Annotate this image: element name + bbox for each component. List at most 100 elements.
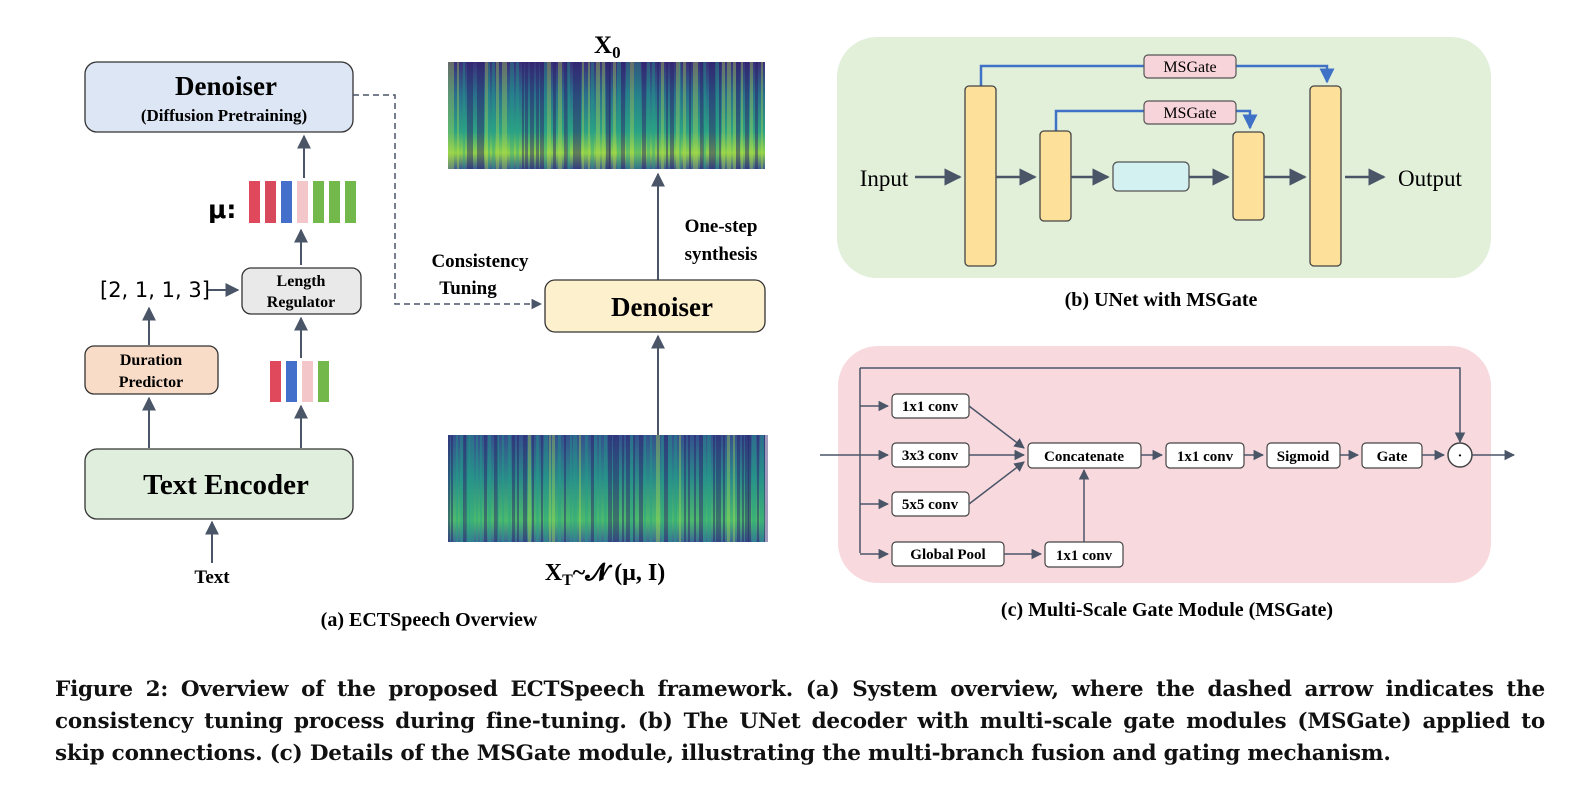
spectrogram-stripe (626, 435, 630, 542)
spectrogram-stripe (657, 62, 659, 169)
spectrogram-stripe (476, 435, 478, 542)
consistency-line2: Tuning (439, 278, 497, 299)
pool-1x1-conv: 1x1 conv (1044, 541, 1124, 568)
svg-text:·: · (1458, 449, 1463, 464)
spectrogram-stripe (576, 62, 579, 169)
spectrogram-stripe (736, 62, 740, 169)
residual-path (860, 367, 1466, 444)
mu-bar-3 (297, 181, 308, 223)
spectrogram-stripe (668, 435, 672, 542)
spectrogram-stripe (564, 435, 566, 542)
spectrogram-stripe (626, 62, 630, 169)
spectrogram-xt (448, 435, 768, 542)
spectrogram-stripe (757, 435, 759, 542)
spectrogram-stripe (722, 62, 725, 169)
spectrogram-stripe (567, 62, 570, 169)
spectrogram-stripe (488, 435, 491, 542)
spectrogram-stripe (528, 435, 531, 542)
spectrogram-stripe (466, 435, 470, 542)
spectrogram-stripe (510, 62, 514, 169)
spectrogram-stripe (485, 62, 488, 169)
branch-5x5-label: 5x5 conv (902, 497, 959, 513)
spectrogram-stripe (679, 62, 681, 169)
spectrogram-stripe (694, 435, 696, 542)
spectrogram-stripe (745, 435, 749, 542)
spectrogram-stripe (638, 62, 641, 169)
duration-predictor-line2: Predictor (119, 374, 184, 391)
spectrogram-stripe (689, 62, 691, 169)
concatenate-block: Concatenate (1027, 442, 1142, 469)
spectrogram-stripe (602, 62, 605, 169)
spectrogram-stripe (494, 435, 498, 542)
spectrogram-stripe (508, 435, 511, 542)
spectrogram-stripe (617, 62, 621, 169)
spectrogram-stripe (492, 62, 495, 169)
spectrogram-stripe (764, 435, 768, 542)
spectrogram-stripe (613, 62, 616, 169)
spectrogram-stripe (644, 435, 646, 542)
spectrogram-stripe (703, 62, 706, 169)
spectrogram-stripe (719, 435, 721, 542)
panel-a-caption: (a) ECTSpeech Overview (321, 609, 538, 631)
encoder-block-1 (964, 85, 997, 267)
spectrogram-stripe (727, 435, 730, 542)
spectrogram-stripe (674, 435, 677, 542)
phoneme-bars (270, 361, 329, 402)
spectrogram-stripe (670, 62, 674, 169)
mu-bar-4 (313, 181, 324, 223)
spectrogram-stripe (512, 435, 515, 542)
elementwise-multiply-icon: · (1447, 442, 1473, 468)
spectrogram-stripe (477, 62, 481, 169)
spectrogram-stripe (536, 435, 539, 542)
panel-c-background (838, 346, 1491, 583)
spectrogram-stripe (594, 435, 597, 542)
spectrogram-stripe (622, 435, 624, 542)
durations-label: [2, 1, 1, 3] (100, 278, 210, 302)
panel-c-msgate: 1x1 conv 3x3 conv 5x5 conv Global Pool 1… (820, 346, 1516, 621)
denoiser-pretraining-subtitle: (Diffusion Pretraining) (141, 106, 307, 125)
spectrogram-stripe (530, 62, 534, 169)
gate-block: Gate (1361, 442, 1423, 469)
spectrogram-stripe (716, 435, 719, 542)
post-conv-label: 1x1 conv (1177, 449, 1234, 465)
branch-1x1-label: 1x1 conv (902, 399, 959, 415)
spectrogram-stripe (609, 62, 611, 169)
spectrogram-stripe (516, 62, 519, 169)
msgate-inner: MSGate (1143, 100, 1237, 125)
text-encoder-block: Text Encoder (84, 448, 354, 520)
mu-bar-0 (249, 181, 260, 223)
length-regulator-line2: Regulator (267, 294, 335, 311)
spectrogram-stripe (733, 435, 735, 542)
denoiser-pretraining-title: Denoiser (175, 71, 277, 101)
mu-bar-1 (265, 181, 276, 223)
text-input-label: Text (194, 567, 230, 588)
spectrogram-stripe (650, 435, 652, 542)
spectrogram-stripe (715, 62, 719, 169)
spectrogram-stripe (676, 62, 680, 169)
spectrogram-stripe (481, 62, 484, 169)
spectrogram-stripe (480, 435, 482, 542)
spectrogram-stripe (448, 435, 450, 542)
sigmoid-block: Sigmoid (1266, 442, 1341, 469)
spectrogram-stripe (549, 435, 551, 542)
spectrogram-stripe (541, 435, 543, 542)
spectrogram-stripe (745, 62, 749, 169)
spectrogram-stripe (693, 62, 696, 169)
spectrogram-stripe (456, 435, 458, 542)
spectrogram-stripe (582, 62, 584, 169)
spectrogram-stripe (664, 435, 668, 542)
spectrogram-stripe (517, 435, 519, 542)
spectrogram-stripe (448, 62, 452, 169)
spectrogram-stripe (683, 62, 686, 169)
spectrogram-stripe (573, 62, 576, 169)
mu-bars (249, 181, 356, 223)
decoder-block-2 (1232, 131, 1265, 221)
spectrogram-stripe (523, 435, 527, 542)
spectrogram-stripe (741, 62, 743, 169)
branch-1x1-conv: 1x1 conv (891, 393, 970, 419)
spectrogram-stripe (737, 435, 740, 542)
spectrogram-stripe (496, 62, 499, 169)
spectrogram-stripe (547, 62, 551, 169)
gate-label: Gate (1377, 449, 1408, 465)
spectrogram-stripe (467, 62, 471, 169)
